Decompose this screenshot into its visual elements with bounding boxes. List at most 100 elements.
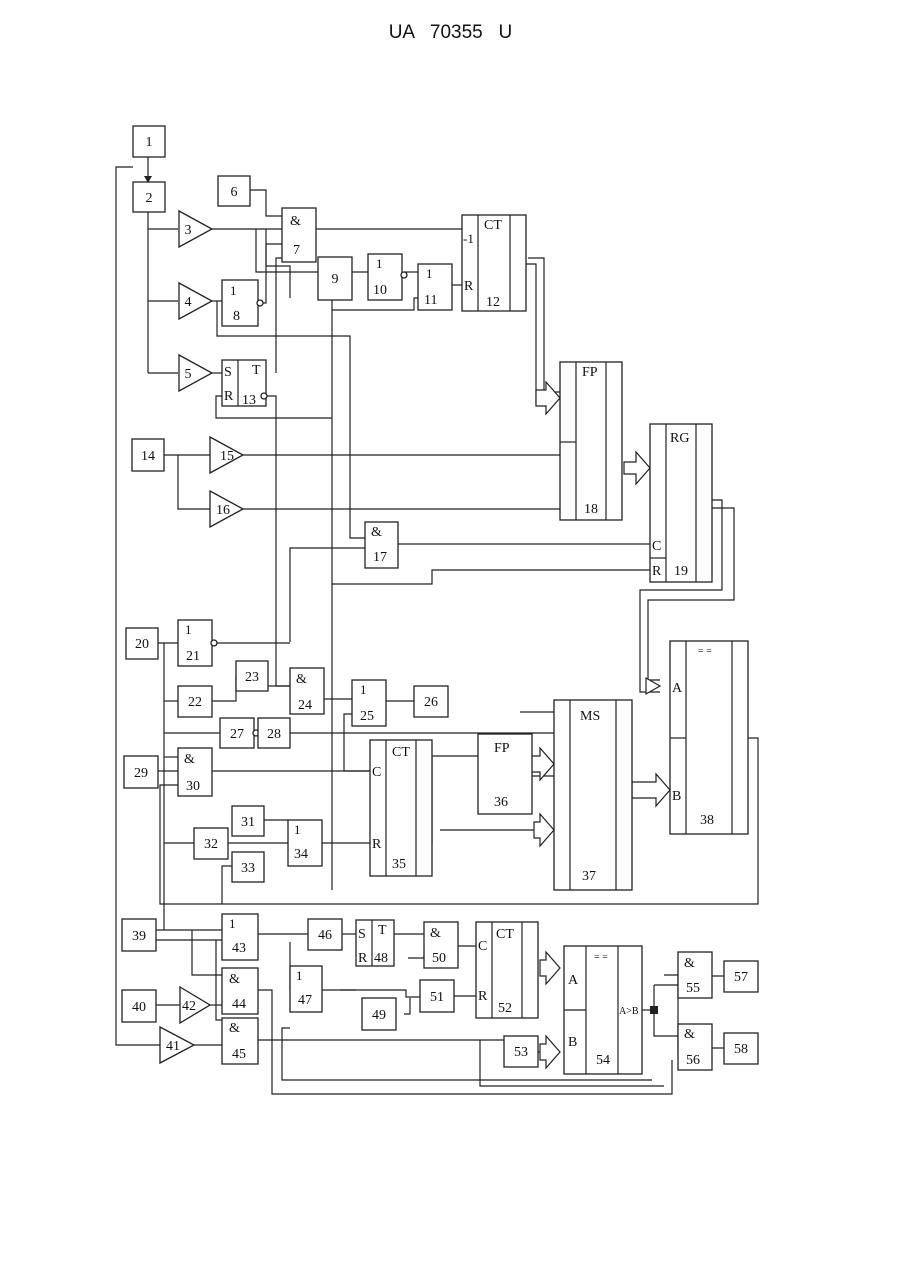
and-gate-30: & 30 (178, 748, 212, 796)
svg-text:18: 18 (584, 502, 598, 517)
svg-text:48: 48 (374, 951, 388, 966)
and-gate-50: & 50 (424, 922, 458, 968)
block-49: 49 (362, 998, 396, 1030)
svg-text:15: 15 (220, 449, 234, 464)
svg-text:4: 4 (185, 295, 192, 310)
svg-text:57: 57 (734, 970, 748, 985)
svg-text:30: 30 (186, 779, 200, 794)
comparator-38: = = A B 38 (670, 641, 748, 834)
svg-text:39: 39 (132, 929, 146, 944)
svg-text:= =: = = (698, 646, 712, 657)
svg-text:19: 19 (674, 564, 688, 579)
block-39: 39 (122, 919, 156, 951)
svg-text:RG: RG (670, 431, 689, 446)
svg-text:T: T (378, 923, 387, 938)
block-14: 14 (132, 439, 164, 471)
svg-text:45: 45 (232, 1047, 246, 1062)
svg-text:R: R (224, 389, 234, 404)
and-gate-55: & 55 (678, 952, 712, 998)
svg-text:10: 10 (373, 283, 387, 298)
svg-text:C: C (478, 939, 487, 954)
svg-text:34: 34 (294, 847, 308, 862)
and-gate-44: & 44 (222, 968, 258, 1014)
block-23: 23 (236, 661, 268, 691)
svg-text:1: 1 (294, 822, 301, 837)
or-gate-43: 1 43 (222, 914, 258, 960)
svg-text:S: S (224, 365, 232, 380)
multiplexer-37: MS 37 (554, 700, 632, 890)
block-53: 53 (504, 1036, 538, 1067)
comparator-54: = = A B A>B 54 (564, 946, 642, 1074)
counter-12: CT -1 R 12 (462, 215, 526, 311)
svg-text:58: 58 (734, 1042, 748, 1057)
or-gate-47: 1 47 (290, 966, 322, 1012)
svg-text:22: 22 (188, 695, 202, 710)
and-gate-56: & 56 (678, 1024, 712, 1070)
svg-text:16: 16 (216, 503, 230, 518)
svg-text:27: 27 (230, 727, 244, 742)
svg-text:11: 11 (424, 293, 437, 308)
svg-text:35: 35 (392, 857, 406, 872)
svg-text:1: 1 (185, 622, 192, 637)
converter-18: FP 18 (560, 362, 622, 520)
svg-text:&: & (296, 672, 307, 687)
svg-text:1: 1 (230, 283, 237, 298)
or-gate-34: 1 34 (288, 820, 322, 866)
svg-text:51: 51 (430, 990, 444, 1005)
svg-text:MS: MS (580, 709, 600, 724)
svg-text:T: T (252, 363, 261, 378)
svg-text:21: 21 (186, 649, 200, 664)
svg-text:33: 33 (241, 861, 255, 876)
block-29: 29 (124, 756, 158, 788)
svg-text:S: S (358, 927, 366, 942)
block-27: 27 (220, 718, 259, 748)
svg-text:= =: = = (594, 952, 608, 963)
svg-text:8: 8 (233, 309, 240, 324)
block-33: 33 (232, 852, 264, 882)
svg-text:24: 24 (298, 698, 312, 713)
block-22: 22 (178, 686, 212, 717)
svg-text:46: 46 (318, 928, 332, 943)
block-6: 6 (218, 176, 250, 206)
svg-text:52: 52 (498, 1001, 512, 1016)
svg-text:1: 1 (146, 135, 153, 150)
svg-text:CT: CT (392, 745, 410, 760)
amplifier-3: 3 (179, 211, 212, 247)
svg-text:44: 44 (232, 997, 246, 1012)
svg-text:1: 1 (296, 968, 303, 983)
svg-text:A: A (568, 973, 579, 988)
amplifier-4: 4 (179, 283, 212, 319)
svg-text:&: & (684, 956, 695, 971)
svg-text:13: 13 (242, 393, 256, 408)
block-40: 40 (122, 990, 156, 1022)
or-gate-11: 1 11 (418, 264, 452, 310)
svg-text:FP: FP (582, 365, 598, 380)
converter-36: FP 36 (478, 734, 532, 814)
svg-text:CT: CT (496, 927, 514, 942)
svg-text:3: 3 (185, 223, 192, 238)
svg-text:38: 38 (700, 813, 714, 828)
svg-text:-1: -1 (463, 231, 474, 246)
svg-text:1: 1 (426, 266, 433, 281)
svg-text:37: 37 (582, 869, 596, 884)
svg-text:CT: CT (484, 218, 502, 233)
block-26: 26 (414, 686, 448, 717)
svg-text:&: & (229, 972, 240, 987)
svg-text:2: 2 (146, 191, 153, 206)
svg-text:54: 54 (596, 1053, 610, 1068)
svg-text:42: 42 (182, 999, 196, 1014)
or-gate-25: 1 25 (352, 680, 386, 726)
svg-text:&: & (290, 214, 301, 229)
block-31: 31 (232, 806, 264, 836)
counter-52: CT C R 52 (476, 922, 538, 1018)
register-19: RG C R 19 (650, 424, 712, 582)
svg-text:&: & (229, 1021, 240, 1036)
svg-text:1: 1 (376, 256, 383, 271)
inverter-8: 1 8 (222, 280, 263, 326)
and-gate-45: & 45 (222, 1018, 258, 1064)
svg-text:6: 6 (231, 185, 238, 200)
svg-text:A: A (672, 681, 683, 696)
svg-text:B: B (568, 1035, 577, 1050)
svg-text:&: & (684, 1027, 695, 1042)
svg-text:26: 26 (424, 695, 438, 710)
